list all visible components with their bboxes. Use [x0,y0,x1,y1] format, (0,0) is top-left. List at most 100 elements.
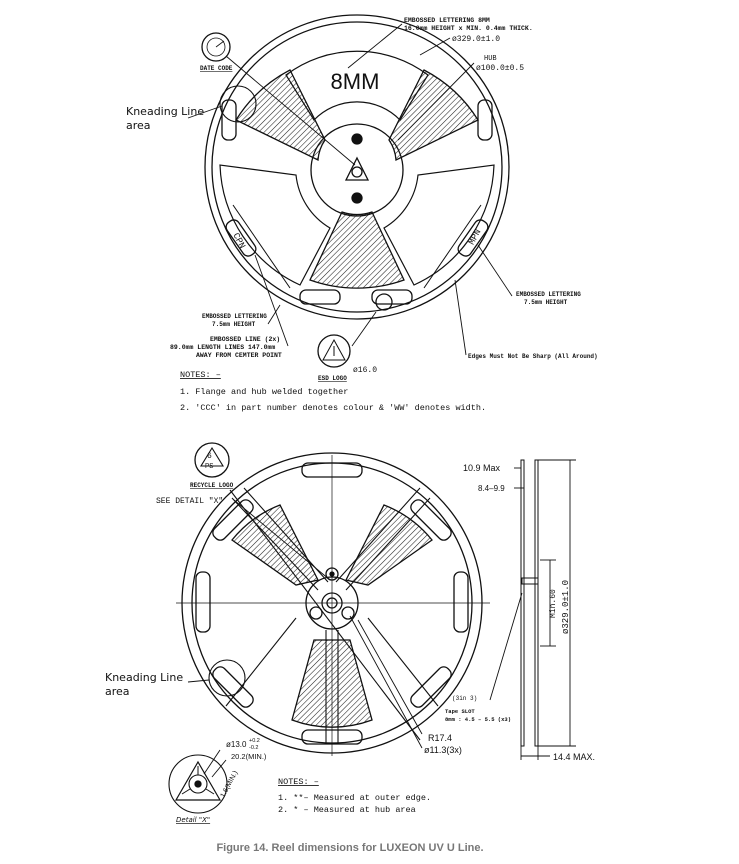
rim-slot [477,99,493,141]
width-max-label: 10.9 Max [463,463,501,473]
note-1-top: 1. Flange and hub welded together [180,387,348,397]
embossed-75-right-2: 7.5mm HEIGHT [524,299,568,306]
leader-hole [349,615,423,749]
leader-esd-16 [351,311,377,347]
notes-title-bottom: NOTES: – [278,777,319,787]
esd-logo-icon [317,334,351,368]
embossed-8mm-line1: EMBOSSED LETTERING 8MM [404,17,490,24]
embossed-75-right-1: EMBOSSED LETTERING [516,291,581,298]
back-hub-hole [341,606,355,620]
leader-edges [454,279,467,356]
reel-front-labels: 8MM EMBOSSED LETTERING 8MM 16.0mm HEIGHT… [126,17,598,413]
rim-slot [299,289,341,305]
detail-13-plus: +0.2 [249,738,260,744]
outer-diameter-top: ø329.0±1.0 [452,35,500,44]
leader-embossed-left [267,304,281,325]
total-width-label: 14.4 MAX. [553,752,595,762]
back-hatch-right [345,504,433,586]
note-1-bottom: 1. **– Measured at outer edge. [278,793,431,803]
kneading-label-top-1: Kneading Line [126,105,204,118]
reel-front-view [187,14,513,368]
leader-8mm [347,23,403,69]
recycle-number: 6 [207,452,212,461]
detail-x-label: Detail "X" [176,816,210,824]
reel-window-right [383,164,495,286]
detail-16-label: 1.6(MIN.) [220,770,240,799]
reel-side-profile-left [520,459,525,747]
embossed-line-1: EMBOSSED LINE (2x) [210,336,280,343]
embossed-8mm-line2: 16.0mm HEIGHT x MIN. 0.4mm THICK. [404,25,533,32]
recycle-logo-icon [194,442,230,478]
leader-see-detail [233,499,331,581]
rim-slot [457,219,489,257]
kneading-circle-bottom [208,659,246,697]
reel-back-view [168,442,576,814]
reel-back-labels: 6 PS RECYCLE LOGO SEE DETAIL "X" Kneadin… [105,452,595,824]
reel-side-profile-right [534,459,539,747]
rim-esd-mark [375,293,393,311]
embossed-line-2: 89.0mm LENGTH LINES 147.0mm [170,344,275,351]
detail-20-label: 20.2(MIN.) [231,752,267,761]
esd-diameter: ø16.0 [353,366,377,375]
back-hatch-left [231,504,319,586]
recycle-logo-label: RECYCLE LOGO [190,482,234,489]
hatched-area-left [235,69,326,162]
hole-diameter-label: ø11.3(3x) [424,745,462,755]
figure-caption: Figure 14. Reel dimensions for LUXEON UV… [216,842,483,854]
tape-slot-1: Tape SLOT [445,708,475,715]
back-rim-slot [453,571,469,633]
embossed-line-right [423,204,482,289]
hub-center-triangle [344,156,370,181]
rim-slot [221,99,237,141]
rim-slot [225,219,257,257]
detail-x-view [168,754,228,814]
reel-window-left [219,164,331,286]
reel-size-label: 8MM [331,69,380,94]
hatched-area-right [388,69,479,162]
reel-outer-flange [204,14,510,320]
leader-r174 [357,619,423,735]
hub-center-circle [351,166,363,178]
edges-note: Edges Must Not Be Sharp (All Around) [468,353,598,360]
leader-mpn [477,244,513,297]
side-diameter-label: ø329.0±1.0 [561,580,571,634]
min-60-label: Min.60 [549,589,558,618]
esd-logo-label: ESD LOGO [318,375,347,382]
embossed-75-left-2: 7.5mm HEIGHT [212,321,256,328]
kneading-label-bottom-2: area [105,685,130,698]
hub-hole-bottom [351,192,363,204]
back-rim-slot [410,666,452,708]
hub-label: HUB [484,55,497,63]
leader-329 [419,37,451,56]
notes-title-top: NOTES: – [180,370,221,380]
detail-13-minus: -0.2 [249,745,258,751]
slot-count-label: (3in 3) [452,695,477,702]
back-rim-slot [212,666,254,708]
kneading-label-bottom-1: Kneading Line [105,671,183,684]
note-2-top: 2. 'CCC' in part number denotes colour &… [180,403,486,413]
kneading-circle-top [219,85,257,123]
back-hub-hole [309,606,323,620]
width-range-label: 8.4–9.9 [478,484,505,493]
detail-13-main: ø13.0 [226,740,247,749]
back-rim-slot [212,499,254,541]
date-code-icon [201,32,231,62]
embossed-line-left [232,204,291,289]
embossed-line-3: AWAY FROM CEMTER POINT [196,352,282,359]
r174-label: R17.4 [428,733,452,743]
hatched-area-bottom [309,211,405,289]
hub-hole-top [351,133,363,145]
leader-embossed-line [254,254,289,347]
leader-hub [397,62,475,141]
back-rim-slot [410,499,452,541]
hub-diameter: ø100.0±0.5 [476,64,524,73]
recycle-material: PS [205,463,213,471]
kneading-label-top-2: area [126,119,151,132]
note-2-bottom: 2. * – Measured at hub area [278,805,416,815]
back-rim-slot [195,571,211,633]
date-code-label: DATE CODE [200,65,233,72]
embossed-75-left-1: EMBOSSED LETTERING [202,313,267,320]
reel-hub [310,123,404,217]
leader-date-code [225,55,356,166]
